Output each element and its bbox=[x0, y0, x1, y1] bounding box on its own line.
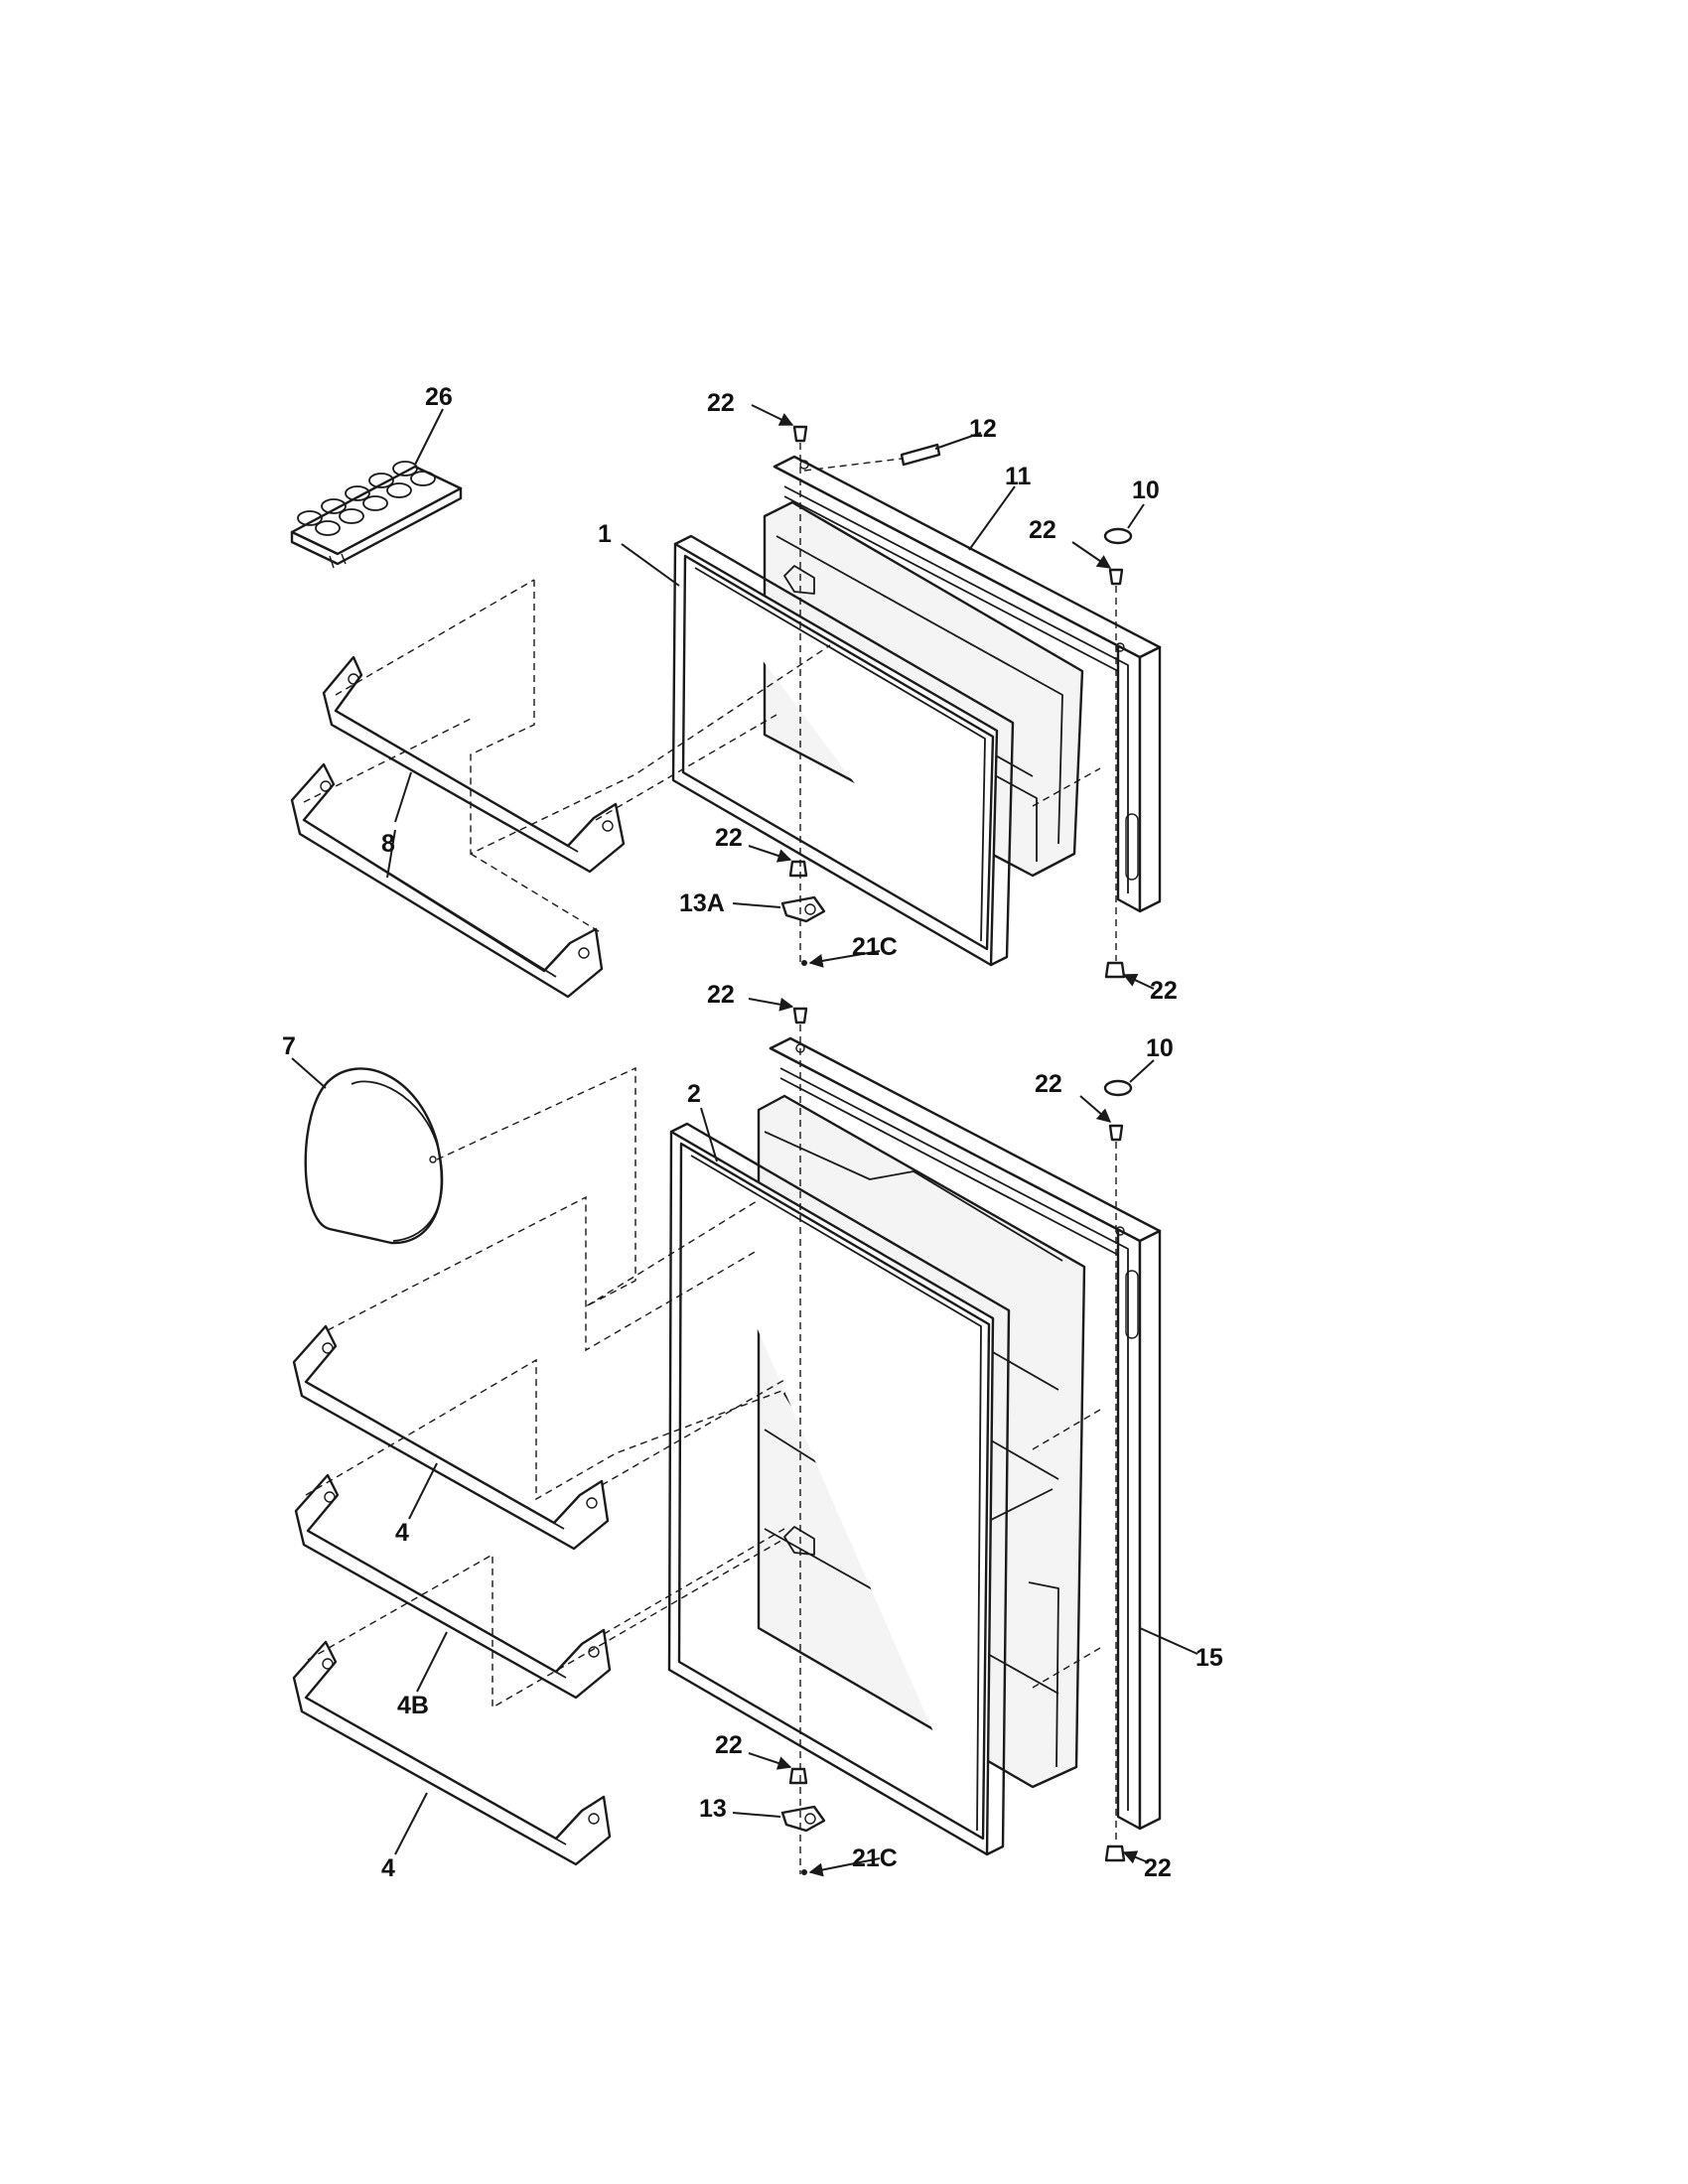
fresh-food-outer-door bbox=[769, 1036, 1162, 1831]
callout-labels: 26 22 12 11 10 22 1 8 22 13A 21C 22 22 7… bbox=[282, 383, 1223, 1882]
callout-22-fresh-hinge: 22 bbox=[715, 1731, 743, 1759]
callout-13a: 13A bbox=[679, 889, 725, 917]
callout-21c-top: 21C bbox=[852, 933, 898, 961]
ice-cube-tray bbox=[290, 461, 463, 569]
freezer-dashed-guides bbox=[303, 443, 1117, 965]
callout-12: 12 bbox=[969, 415, 997, 443]
callout-22-freezer-hinge: 22 bbox=[715, 824, 743, 852]
callout-22-freezer-bottom: 22 bbox=[1150, 977, 1178, 1005]
callout-10-top: 10 bbox=[1132, 477, 1160, 504]
callout-1: 1 bbox=[598, 520, 612, 548]
callout-13: 13 bbox=[699, 1795, 727, 1823]
callout-2: 2 bbox=[687, 1080, 701, 1108]
fresh-food-door-shelf-lower bbox=[292, 1640, 612, 1866]
fresh-food-door-shelf-middle bbox=[294, 1473, 612, 1700]
callout-15: 15 bbox=[1196, 1644, 1223, 1672]
callout-leaders bbox=[291, 404, 1198, 1877]
dairy-compartment bbox=[304, 1067, 444, 1245]
fresh-food-door-gasket bbox=[667, 1122, 1011, 1856]
freezer-door-shelf-lower bbox=[290, 762, 604, 999]
freezer-door-gasket bbox=[671, 534, 1015, 967]
callout-22-top-left: 22 bbox=[707, 389, 735, 417]
callout-10-bottom: 10 bbox=[1146, 1034, 1174, 1062]
callout-8: 8 bbox=[381, 830, 395, 858]
callout-4-upper: 4 bbox=[395, 1519, 409, 1547]
freezer-outer-door bbox=[773, 455, 1162, 913]
callout-11: 11 bbox=[1005, 463, 1032, 490]
freezer-hinge-parts bbox=[780, 425, 1133, 979]
callout-22-top-right: 22 bbox=[1029, 516, 1056, 544]
callout-7: 7 bbox=[282, 1032, 296, 1060]
callout-4-lower: 4 bbox=[381, 1854, 395, 1882]
callout-4b: 4B bbox=[397, 1692, 429, 1719]
callout-22-fresh-bottom: 22 bbox=[1144, 1854, 1172, 1882]
fresh-food-door-shelf-upper bbox=[292, 1324, 610, 1551]
callout-22-fresh-top-right: 22 bbox=[1035, 1070, 1062, 1098]
callout-21c-bottom: 21C bbox=[852, 1844, 898, 1872]
freezer-door-shelf-upper bbox=[322, 655, 626, 874]
callout-26: 26 bbox=[425, 383, 453, 411]
callout-22-fresh-top-left: 22 bbox=[707, 981, 735, 1009]
fresh-food-hinge-parts bbox=[780, 1007, 1133, 1875]
fresh-food-dashed-guides bbox=[305, 1024, 1117, 1874]
